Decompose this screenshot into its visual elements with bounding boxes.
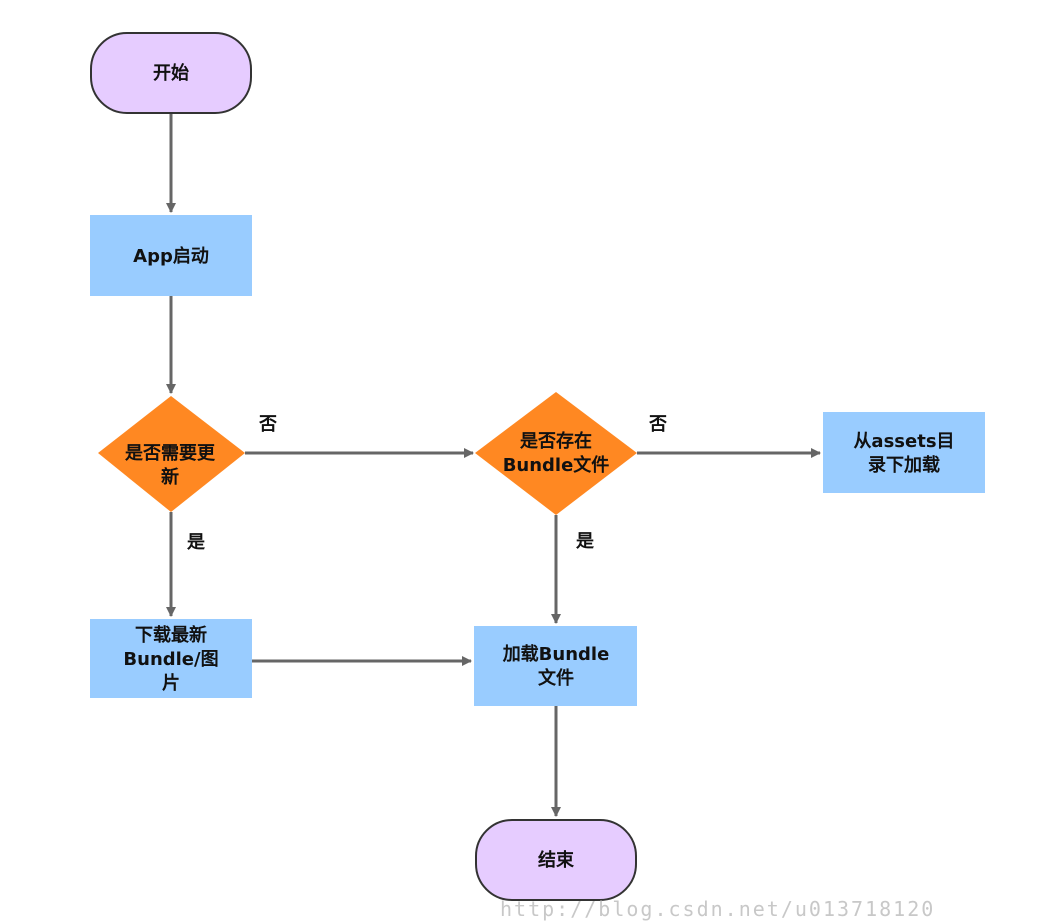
decision-shape [475, 392, 637, 515]
terminal-shape [475, 819, 637, 901]
watermark: http://blog.csdn.net/u013718120 [500, 897, 936, 921]
label-line: 片 [162, 672, 180, 694]
node-app-launch: App启动 [90, 215, 252, 296]
node-download-label: 下载最新 Bundle/图片 [123, 624, 218, 694]
label-line: 结束 [538, 849, 575, 871]
node-load-assets: 从assets目录下加载 [823, 412, 985, 493]
node-app-launch-label: App启动 [133, 245, 209, 267]
edge-label-need-update-no: 否 [258, 414, 277, 435]
process-shape [90, 619, 252, 698]
process-shape [823, 412, 985, 493]
node-load-assets-label: 从assets目录下加载 [853, 431, 954, 476]
edge-label-bundle-exists-yes: 是 [575, 531, 594, 552]
decision-shape [98, 396, 245, 512]
label-line: 文件 [538, 667, 574, 689]
edge-label-need-update-yes: 是 [186, 532, 205, 553]
process-shape [474, 626, 637, 706]
node-end: 结束 [475, 819, 637, 901]
label-line: Bundle/图 [123, 649, 218, 670]
terminal-shape [90, 32, 252, 114]
label-line: 新 [161, 466, 179, 488]
label-line: 录下加载 [868, 454, 940, 476]
node-download: 下载最新 Bundle/图片 [90, 619, 252, 698]
process-shape [90, 215, 252, 296]
label-line: Bundle文件 [503, 454, 610, 476]
label-line: 从assets目 [853, 431, 954, 452]
node-end-label: 结束 [538, 849, 575, 871]
label-line: 是否存在 [519, 430, 592, 452]
edge-label-bundle-exists-no: 否 [648, 414, 667, 435]
label-line: 加载Bundle [502, 643, 610, 665]
label-line: 下载最新 [135, 624, 207, 646]
label-line: App启动 [133, 245, 209, 267]
node-need-update-label: 是否需要更新 [124, 443, 216, 488]
node-need-update: 是否需要更新 [98, 396, 245, 512]
node-start: 开始 [90, 32, 252, 114]
label-line: 开始 [153, 62, 189, 84]
node-start-label: 开始 [153, 62, 189, 84]
edges [166, 113, 821, 817]
label-line: 是否需要更 [124, 443, 216, 464]
